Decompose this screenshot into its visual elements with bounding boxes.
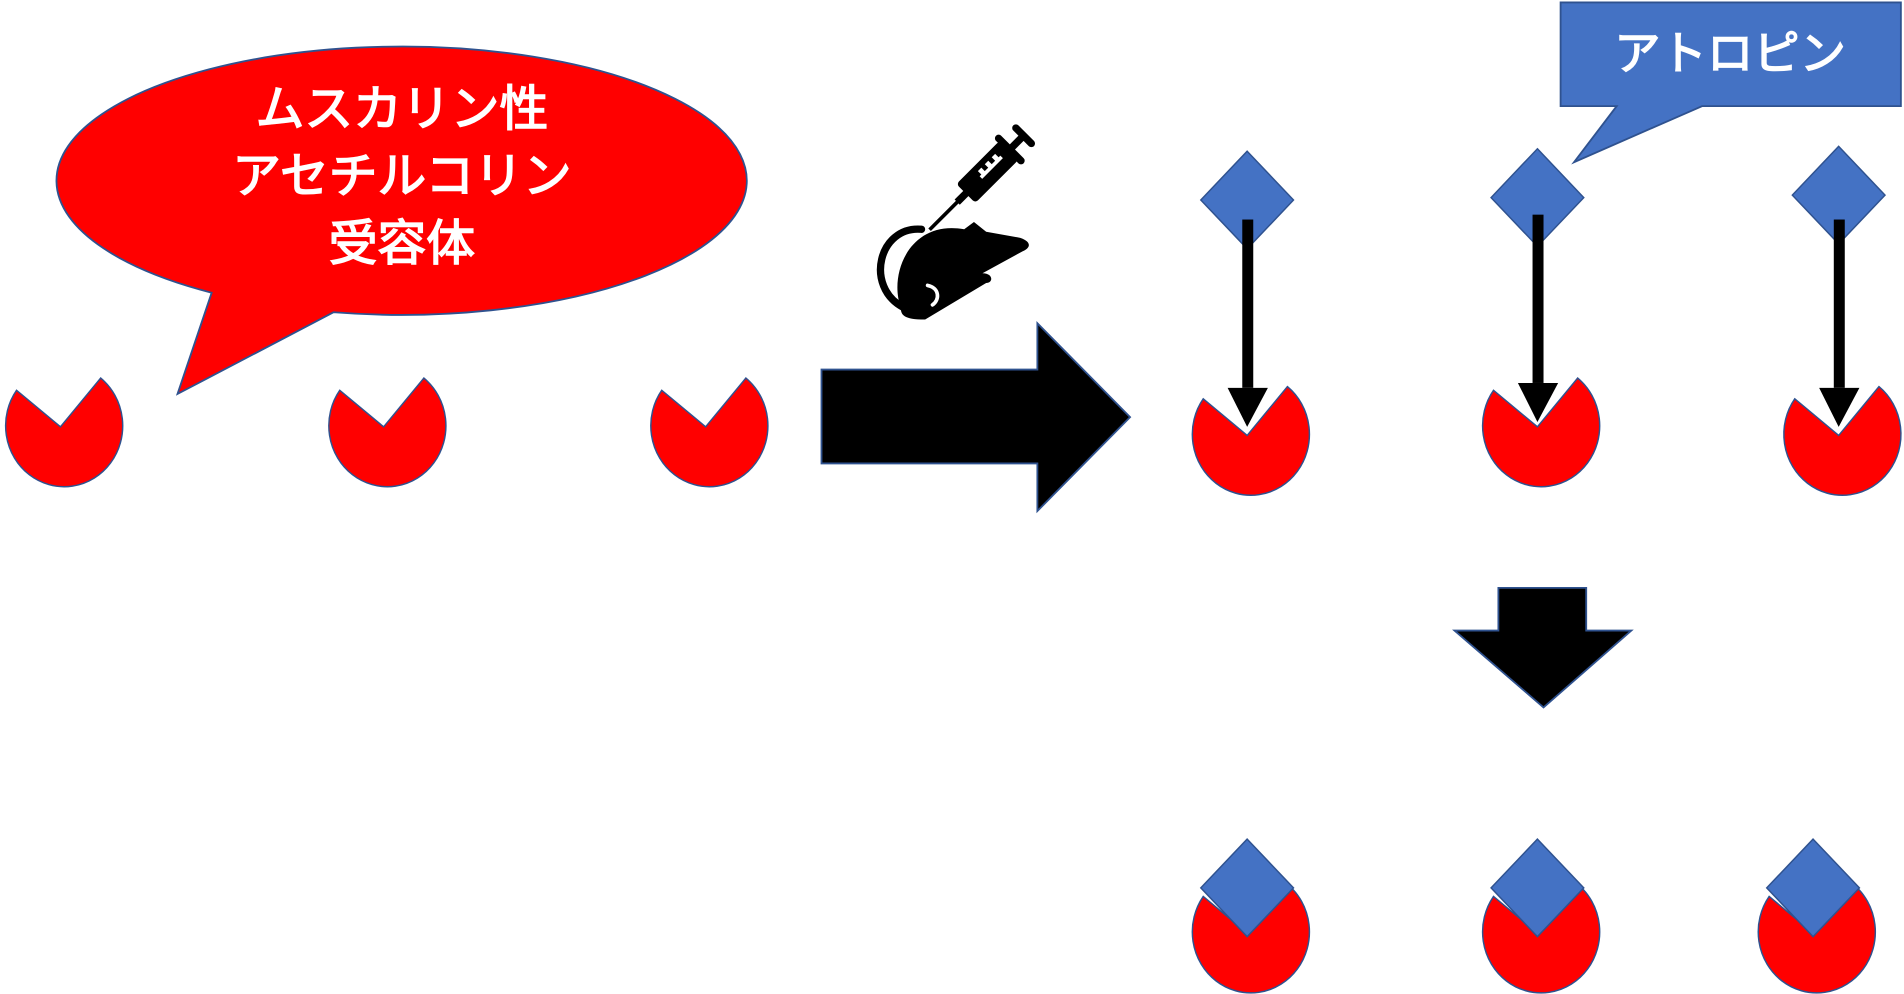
down-block-arrow [1452, 586, 1634, 709]
atropine-label: アトロピン [1614, 27, 1846, 81]
receptor-speech-bubble: ムスカリン性 アセチルコリン 受容体 [55, 45, 748, 396]
atropine-diamond [1765, 838, 1861, 938]
receptor-shape [1757, 883, 1876, 994]
receptor-shape [1783, 385, 1902, 496]
bubble-line-3: 受容体 [329, 215, 476, 272]
bubble-line-1: ムスカリン性 [256, 81, 549, 138]
binding-arrow [1227, 219, 1268, 427]
right-block-arrow [820, 320, 1132, 514]
receptor-shape [328, 377, 447, 488]
mouse-injection-icon [876, 124, 1036, 320]
receptor-shape [1481, 883, 1601, 994]
binding-arrow [1819, 219, 1860, 427]
binding-arrows [1227, 214, 1860, 427]
atropine-diamond [1199, 838, 1295, 938]
receptor-shape [1191, 385, 1311, 496]
atropine-callout: アトロピン [1559, 1, 1902, 165]
bubble-line-2: アセチルコリン [232, 148, 571, 205]
receptor-shape [650, 377, 769, 488]
receptor-shape [1191, 883, 1311, 994]
binding-arrow [1517, 214, 1559, 422]
receptor-shape [1481, 377, 1601, 488]
atropine-diamond [1490, 838, 1585, 938]
receptor-shape [4, 377, 124, 488]
